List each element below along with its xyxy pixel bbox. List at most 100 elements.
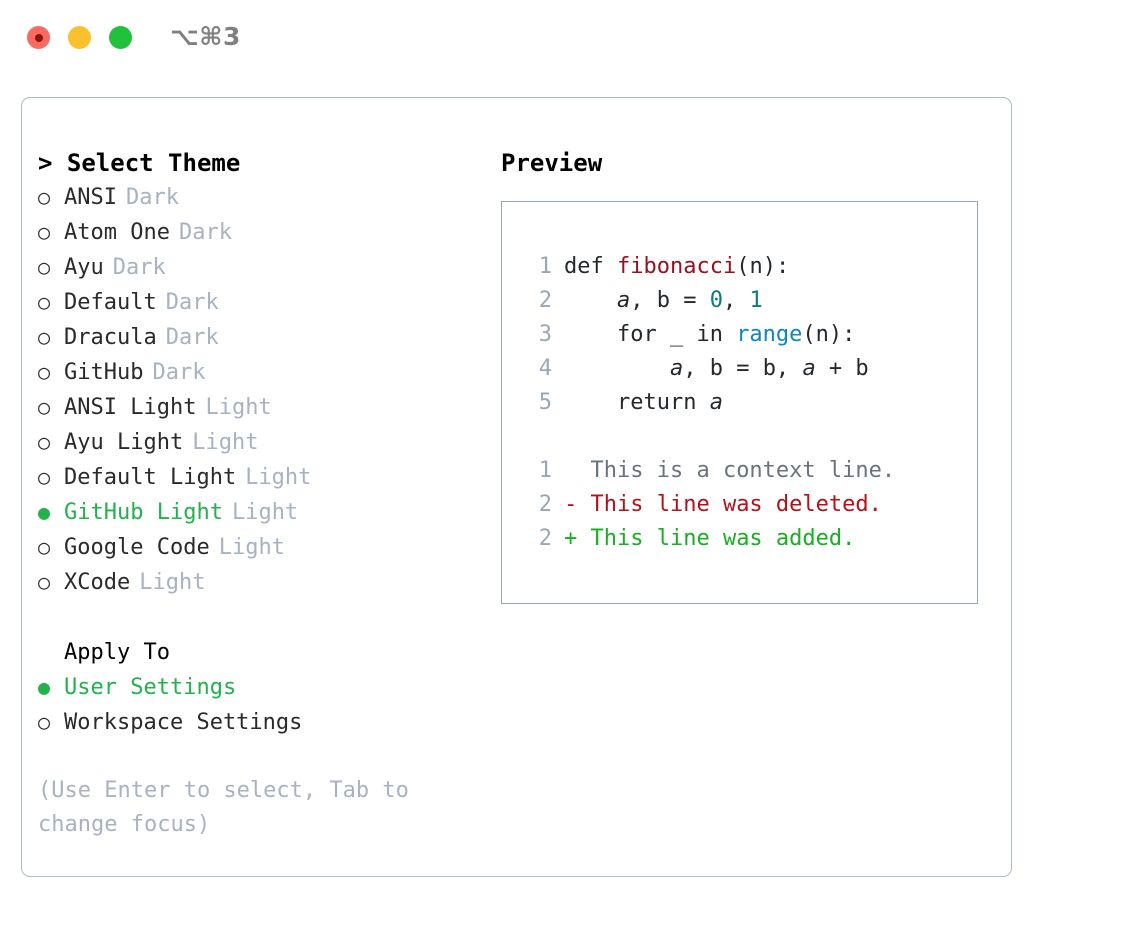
- zoom-button[interactable]: [109, 26, 132, 49]
- code-token-plain: def: [564, 254, 617, 279]
- line-number: 2: [538, 288, 552, 313]
- code-token-plain: (n):: [736, 254, 790, 279]
- code-line: 3 for _ in range(n):: [524, 318, 977, 352]
- code-text: for _ in range(n):: [564, 318, 855, 352]
- radio-unselected-icon: ○: [38, 360, 51, 384]
- radio-unselected-icon: ○: [38, 535, 51, 559]
- diff-line-del: 2- This line was deleted.: [524, 488, 977, 522]
- radio-unselected-icon: ○: [38, 710, 51, 734]
- line-number: 2: [538, 492, 552, 517]
- apply-to-heading: Apply To: [64, 640, 170, 665]
- apply-to-list[interactable]: ● User Settings ○ Workspace Settings: [38, 670, 488, 740]
- theme-option-default[interactable]: ○ Default Dark: [38, 285, 488, 320]
- diff-marker: -: [564, 492, 578, 517]
- theme-option-label: Ayu: [64, 255, 104, 280]
- window-controls: [27, 26, 132, 49]
- code-token-var: a: [616, 288, 631, 313]
- theme-option-kind: Dark: [178, 220, 232, 245]
- code-line: 2 a, b = 0, 1: [524, 284, 977, 318]
- code-line: 5 return a: [524, 386, 977, 420]
- apply-to-option-workspace-settings[interactable]: ○ Workspace Settings: [38, 705, 488, 740]
- radio-unselected-icon: ○: [38, 220, 51, 244]
- theme-option-label: Default Light: [64, 465, 237, 490]
- minimize-button[interactable]: [68, 26, 91, 49]
- theme-option-kind: Dark: [152, 360, 206, 385]
- close-button[interactable]: [27, 26, 50, 49]
- radio-selected-icon: ●: [38, 500, 51, 524]
- theme-option-label: Ayu Light: [64, 430, 184, 455]
- radio-unselected-icon: ○: [38, 185, 51, 209]
- theme-option-label: Dracula: [64, 325, 157, 350]
- code-token-num: 0: [709, 288, 723, 313]
- code-token-plain: [564, 356, 670, 381]
- code-text: a, b = 0, 1: [564, 284, 763, 318]
- theme-option-label: GitHub: [64, 360, 144, 385]
- theme-option-google-code[interactable]: ○ Google Code Light: [38, 530, 488, 565]
- diff-marker: +: [564, 526, 578, 551]
- line-number: 1: [538, 458, 552, 483]
- code-token-num: 1: [749, 288, 763, 313]
- code-line: 1 def fibonacci(n):: [524, 250, 977, 284]
- theme-option-kind: Light: [218, 535, 285, 560]
- apply-to-option-label: Workspace Settings: [64, 710, 303, 735]
- theme-option-ansi-light[interactable]: ○ ANSI Light Light: [38, 390, 488, 425]
- code-token-var: a: [709, 390, 723, 415]
- theme-option-kind: Light: [139, 570, 206, 595]
- theme-option-label: Default: [64, 290, 157, 315]
- theme-option-kind: Dark: [112, 255, 166, 280]
- theme-option-kind: Light: [205, 395, 272, 420]
- code-text: a, b = b, a + b: [564, 352, 869, 386]
- code-text: return a: [564, 386, 723, 420]
- line-number: 3: [538, 322, 552, 347]
- line-number: 1: [538, 254, 552, 279]
- theme-option-kind: Light: [245, 465, 312, 490]
- theme-option-label: GitHub Light: [64, 500, 223, 525]
- apply-to-option-label: User Settings: [64, 675, 237, 700]
- diff-line-ctx: 1 This is a context line.: [524, 454, 977, 488]
- diff-text: This is a context line.: [577, 458, 896, 483]
- diff-marker: [564, 454, 577, 488]
- theme-option-label: Google Code: [64, 535, 210, 560]
- code-token-var: a: [802, 356, 816, 381]
- theme-option-kind: Dark: [165, 290, 219, 315]
- line-number: 5: [538, 390, 552, 415]
- preview-heading: Preview: [501, 149, 603, 177]
- code-diff-separator: [524, 420, 977, 454]
- code-line: 4 a, b = b, a + b: [524, 352, 977, 386]
- code-token-call: range: [736, 322, 803, 347]
- theme-option-label: ANSI: [64, 185, 117, 210]
- radio-unselected-icon: ○: [38, 290, 51, 314]
- theme-option-label: ANSI Light: [64, 395, 197, 420]
- code-token-plain: [564, 288, 617, 313]
- code-token-plain: , b = b,: [683, 356, 803, 381]
- keyboard-shortcut-label: ⌥⌘3: [170, 22, 241, 51]
- code-token-plain: for _ in: [564, 322, 737, 347]
- keyboard-hint-text: (Use Enter to select, Tab to change focu…: [38, 778, 423, 837]
- theme-option-github[interactable]: ○ GitHub Dark: [38, 355, 488, 390]
- radio-selected-icon: ●: [38, 675, 51, 699]
- diff-text: This line was added.: [577, 526, 856, 551]
- theme-option-kind: Dark: [125, 185, 179, 210]
- radio-unselected-icon: ○: [38, 395, 51, 419]
- apply-to-option-user-settings[interactable]: ● User Settings: [38, 670, 488, 705]
- radio-unselected-icon: ○: [38, 570, 51, 594]
- diff-sample: 1 This is a context line.2- This line wa…: [524, 454, 977, 556]
- theme-option-kind: Dark: [165, 325, 219, 350]
- apply-to-section: Apply To ● User Settings ○ Workspace Settin…: [38, 636, 488, 740]
- code-token-plain: return: [564, 390, 710, 415]
- code-token-func: fibonacci: [616, 254, 737, 279]
- theme-option-ansi[interactable]: ○ ANSI Dark: [38, 180, 488, 215]
